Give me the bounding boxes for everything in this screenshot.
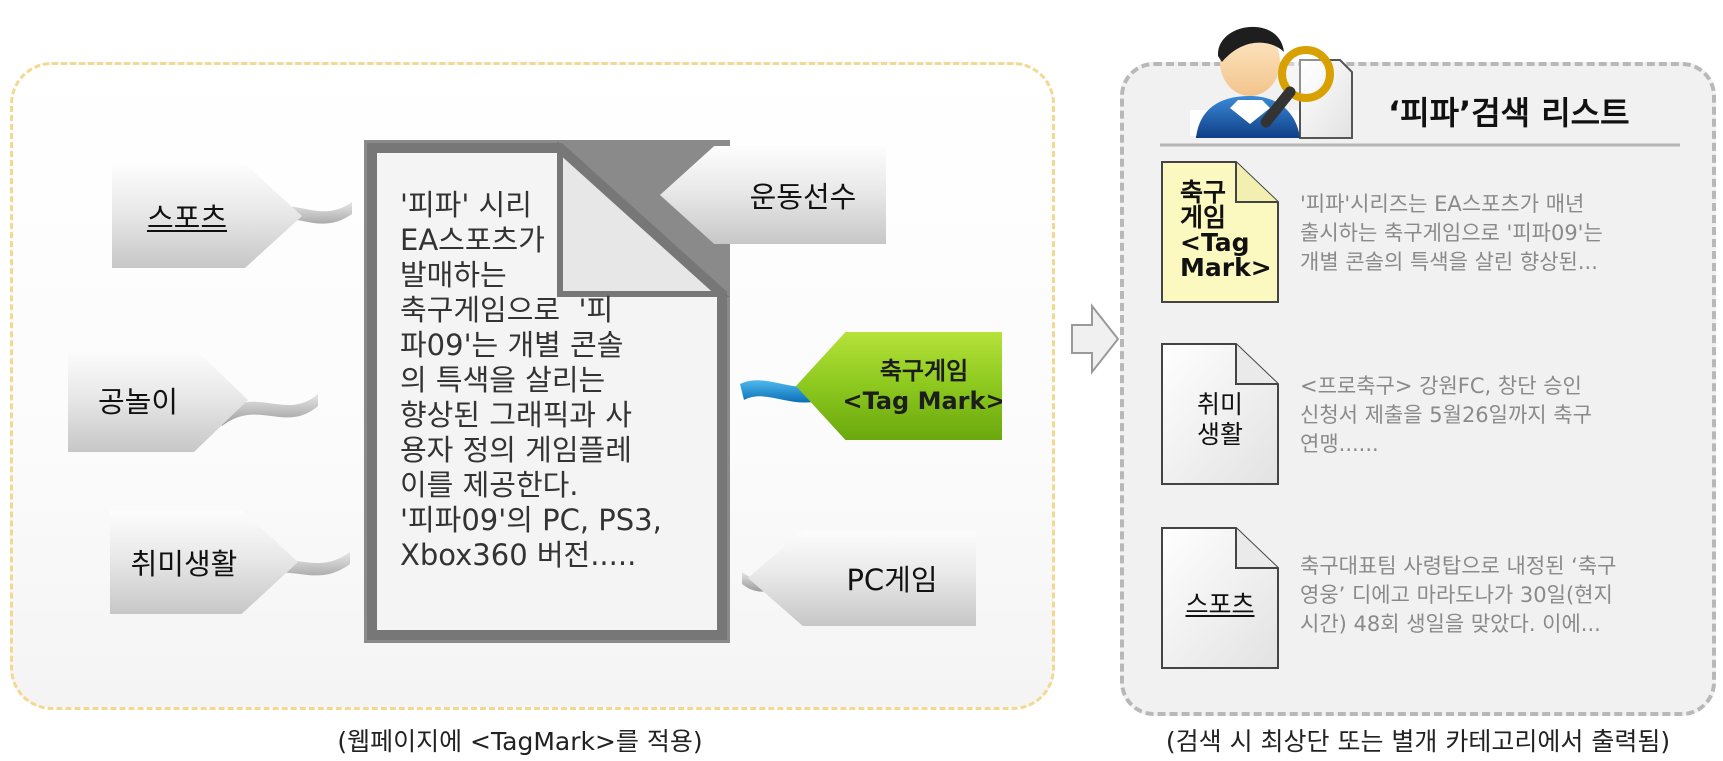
result-2-text[interactable]: <프로축구> 강원FC, 창단 승인 신청서 제출을 5월26일까지 축구 연맹… — [1300, 374, 1592, 456]
document-icon — [364, 140, 730, 643]
swoosh-ballgame — [218, 394, 318, 426]
tag-sports-label: 스포츠 — [146, 201, 228, 235]
tag-football-game: 축구게임 <Tag Mark> — [796, 332, 1002, 440]
result-doc-1-icon — [1161, 161, 1279, 303]
document-body-text: '피파' 시리 EA스포츠가 발매하는 축구게임으로 '피 파09'는 개별 콘… — [400, 188, 662, 572]
tag-football-game-line2: <Tag Mark> — [842, 387, 1006, 415]
result-1-text[interactable]: '피파'시리즈는 EA스포츠가 매년 출시하는 축구게임으로 '피파09'는 개… — [1300, 192, 1603, 274]
tag-athlete: 운동선수 — [660, 146, 886, 244]
result-doc-3-icon — [1161, 527, 1279, 669]
tag-pc-game: PC게임 — [748, 530, 976, 626]
tag-ball-game-label: 공놀이 — [97, 385, 179, 419]
result-1-label: 축구 게임 <Tag Mark> — [1180, 178, 1272, 282]
tag-football-game-line1: 축구게임 — [879, 357, 969, 385]
right-title: ‘피파’검색 리스트 — [1388, 94, 1630, 132]
user-search-icon — [1190, 26, 1353, 139]
tag-pc-game-label: PC게임 — [846, 563, 938, 597]
right-caption: (검색 시 최상단 또는 별개 카테고리에서 출력됨) — [1165, 727, 1671, 756]
magnifier-icon — [1260, 46, 1334, 128]
arrow-right-icon — [1071, 303, 1120, 375]
tag-athlete-label: 운동선수 — [749, 180, 857, 214]
result-3-label: 스포츠 — [1185, 590, 1255, 619]
result-doc-2-icon — [1161, 343, 1279, 485]
swoosh-hobby — [250, 552, 350, 584]
tag-hobby-label: 취미생활 — [130, 547, 238, 581]
result-3-text[interactable]: 축구대표팀 사령탑으로 내정된 ‘축구 영웅’ 디에고 마라도나가 30일(현지… — [1300, 554, 1617, 636]
left-caption: (웹페이지에 <TagMark>를 적용) — [337, 727, 703, 756]
result-2-label: 취미 생활 — [1196, 390, 1243, 449]
